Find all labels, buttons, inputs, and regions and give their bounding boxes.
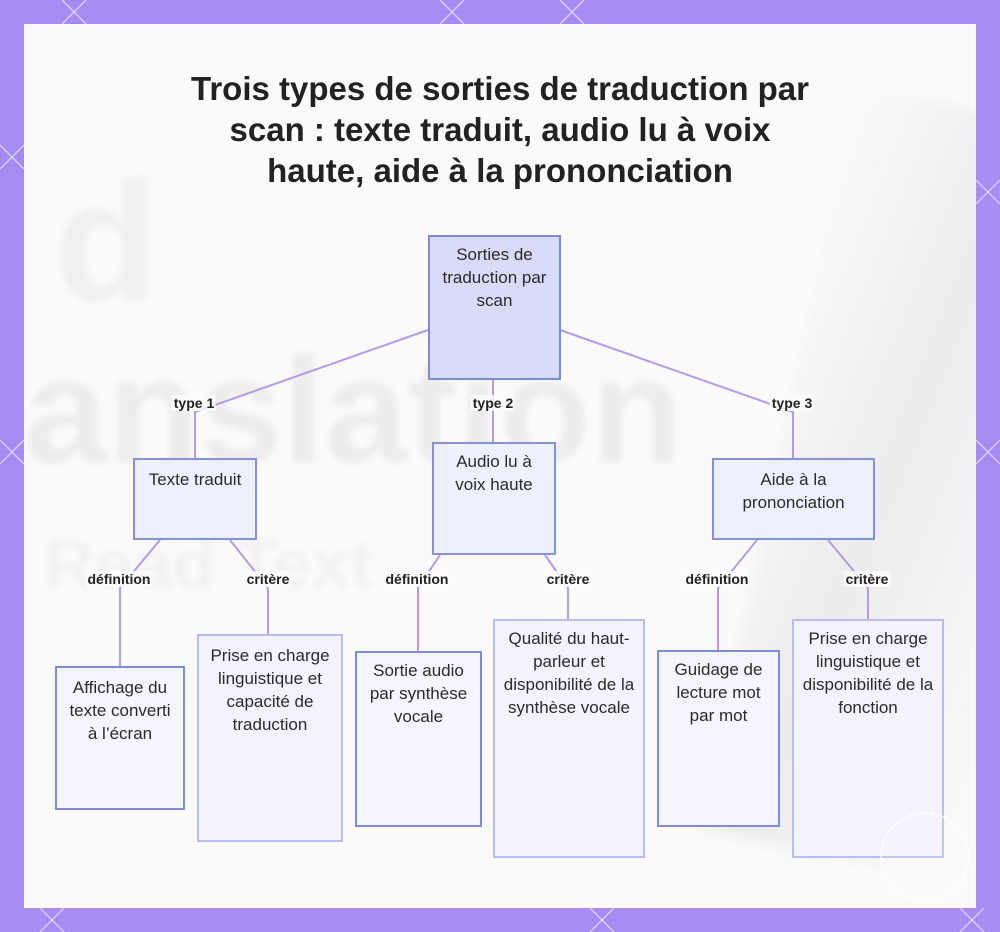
connector-type2-def [417,554,441,652]
connector-type2-crit [544,554,569,620]
node-audio-voix-haute: Audio lu à voix haute [432,442,556,555]
edge-label-t3-definition: définition [683,571,751,587]
edge-label-t2-critere: critère [544,571,592,587]
edge-label-type2: type 2 [470,395,516,411]
edge-label-t2-definition: définition [383,571,451,587]
edge-label-type1: type 1 [171,395,217,411]
connector-type3-crit [827,539,869,620]
edge-label-t3-critere: critère [843,571,891,587]
node-texte-traduit: Texte traduit [133,458,257,540]
connector-type1-crit [229,539,269,635]
node-t2-definition: Sortie audio par synthèse vocale [355,651,482,827]
watermark-seal-icon [880,812,970,902]
node-root: Sorties de traduction par scan [428,235,561,380]
edge-label-t1-critere: critère [244,571,292,587]
edge-label-t1-definition: définition [85,571,153,587]
connector-root-type3 [559,329,794,460]
background-watermark-text: d [54,147,158,337]
connector-root-type1 [194,329,429,460]
connector-type3-def [717,539,758,651]
connector-type1-def [119,539,161,667]
edge-label-type3: type 3 [769,395,815,411]
node-aide-prononciation: Aide à la prononciation [712,458,875,540]
node-t1-critere: Prise en charge linguistique et capacité… [197,634,343,842]
node-t2-critere: Qualité du haut-parleur et disponibilité… [493,619,645,858]
node-t3-definition: Guidage de lecture mot par mot [657,650,780,827]
diagram-title: Trois types de sorties de traduction par… [191,70,809,189]
node-t1-definition: Affichage du texte converti à l’écran [55,666,185,810]
